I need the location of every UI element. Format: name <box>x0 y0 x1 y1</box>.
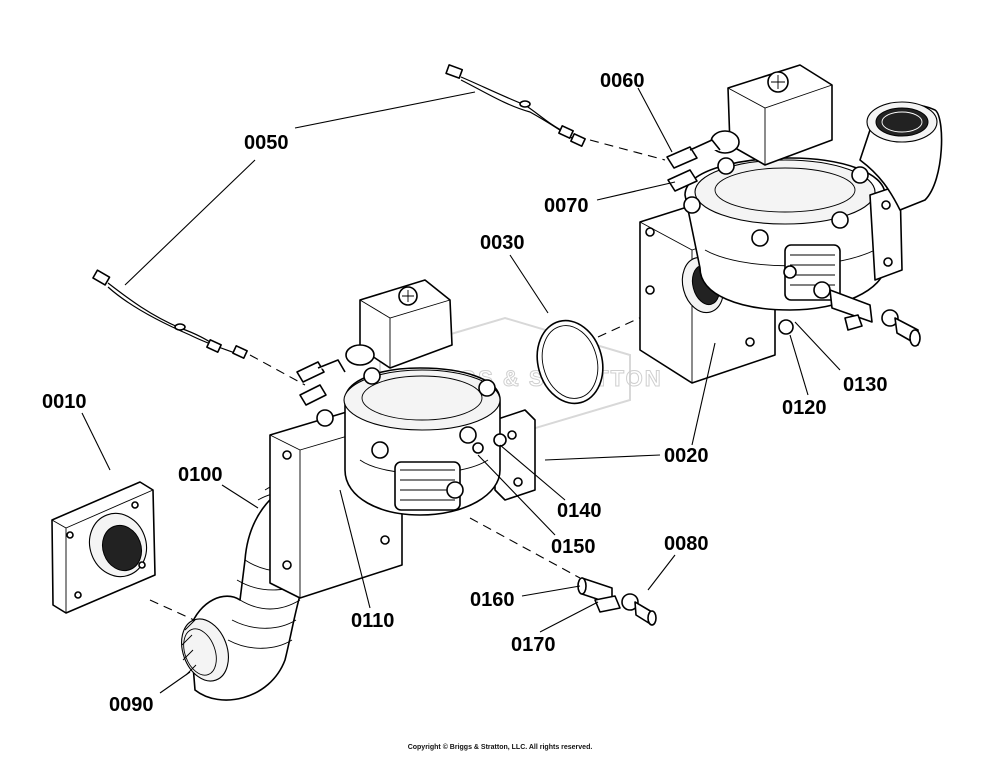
regulator-upper <box>639 64 943 384</box>
callout-0020: 0020 <box>664 445 709 467</box>
callout-0090: 0090 <box>109 694 154 716</box>
part-0050-harness-upper <box>445 64 586 147</box>
callout-0130: 0130 <box>843 374 888 396</box>
callout-0080: 0080 <box>664 533 709 555</box>
callout-0050: 0050 <box>244 132 289 154</box>
part-0010-flange <box>51 481 156 614</box>
bolt-set-lower <box>316 367 496 499</box>
leader-lines <box>81 87 841 694</box>
callout-0100: 0100 <box>178 464 223 486</box>
callout-0160: 0160 <box>470 589 515 611</box>
callout-0120: 0120 <box>782 397 827 419</box>
callout-0150: 0150 <box>551 536 596 558</box>
callout-0170: 0170 <box>511 634 556 656</box>
callout-0060: 0060 <box>600 70 645 92</box>
callout-0070: 0070 <box>544 195 589 217</box>
part-0030-gasket <box>536 319 604 405</box>
part-0050-harness-lower <box>92 269 248 359</box>
callout-0110: 0110 <box>351 610 394 632</box>
callout-0030: 0030 <box>480 232 525 254</box>
copyright-notice: Copyright © Briggs & Stratton, LLC. All … <box>407 744 593 751</box>
callout-0140: 0140 <box>557 500 602 522</box>
callout-0010: 0010 <box>42 391 87 413</box>
bolt-set-upper <box>683 157 869 299</box>
part-0080-valve <box>577 577 657 626</box>
regulator-lower <box>269 279 536 599</box>
callout-labels: 0050 0060 0070 0030 0130 0120 0010 0020 … <box>42 70 888 716</box>
